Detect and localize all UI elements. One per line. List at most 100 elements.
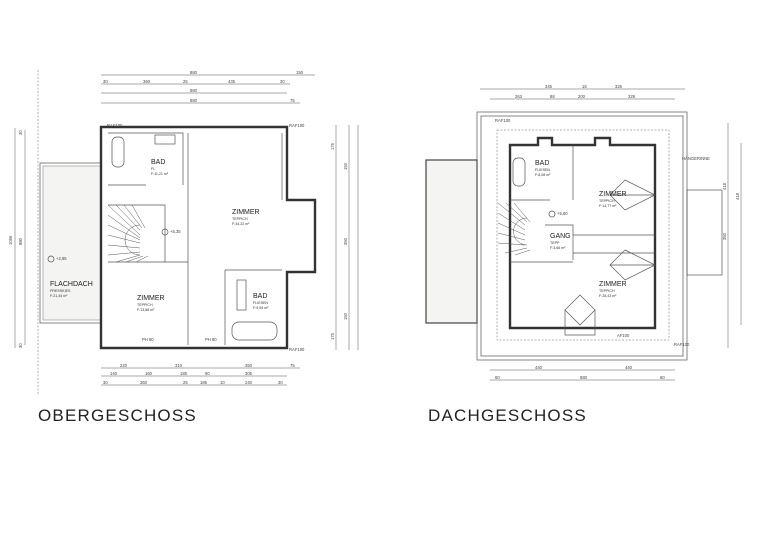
level-marker-icon xyxy=(161,228,169,236)
dim-label: 345 xyxy=(545,84,553,89)
flat-roof-gravel xyxy=(42,165,102,321)
bathtub xyxy=(231,321,278,341)
window-tag: RAF100 xyxy=(495,118,511,123)
level-marker-icon xyxy=(47,255,55,263)
dormer xyxy=(564,294,596,336)
dim-label: 200 xyxy=(578,94,586,99)
left-dimensions: 1056 880 30 30 xyxy=(8,128,26,348)
room-name: BAD xyxy=(151,159,165,166)
room-area: F:13,88 m² xyxy=(137,308,155,312)
outer-walls xyxy=(508,136,657,330)
dim-label: 435 xyxy=(228,79,236,84)
dim-label: 350 xyxy=(245,363,253,368)
dim-label: 418 xyxy=(722,182,727,190)
dim-label: 360 xyxy=(140,380,148,385)
room-name: ZIMMER xyxy=(232,209,260,216)
staircase xyxy=(497,202,531,256)
dim-label: 880 xyxy=(190,88,198,93)
level-label: +2,85 xyxy=(56,256,67,261)
dim-label: 329 xyxy=(628,94,636,99)
top-dimensions: 345 18 325 263 88 200 329 xyxy=(480,84,685,100)
room-area: F:21,44 m² xyxy=(50,294,68,298)
inner-walls xyxy=(510,145,655,263)
dormer-roof xyxy=(686,189,723,276)
sinks xyxy=(154,134,176,145)
dim-label: 30 xyxy=(103,79,108,84)
room-name: FLACHDACH xyxy=(50,281,93,288)
upper-floor-title: OBERGESCHOSS xyxy=(38,406,197,425)
dim-label: 30 xyxy=(18,343,23,348)
window-tag: RAF100 xyxy=(289,347,305,352)
dim-label: 140 xyxy=(110,371,118,376)
window-tag: PH 80 xyxy=(142,337,154,342)
dim-label: 25 xyxy=(183,380,188,385)
dim-label: 90 xyxy=(205,371,210,376)
room-area: F:14,77 m² xyxy=(599,204,617,208)
bottom-dimensions: 440 440 60 880 60 xyxy=(490,365,675,381)
dim-label: 75 xyxy=(290,363,295,368)
room-area: F:9,59 m² xyxy=(253,306,269,310)
window-tag: RAF100 xyxy=(107,123,123,128)
room-name: BAD xyxy=(535,160,549,167)
dim-label: 263 xyxy=(515,94,523,99)
dim-label: 60 xyxy=(495,375,500,380)
room-name: ZIMMER xyxy=(599,191,627,198)
dim-label: 10 xyxy=(220,380,225,385)
sinks xyxy=(236,279,247,311)
room-name: BAD xyxy=(253,293,267,300)
dim-label: 150 xyxy=(296,70,304,75)
eaves-line xyxy=(496,129,670,341)
level-marker-icon xyxy=(548,210,556,218)
top-dimensions: 880 150 30 360 25 435 30 880 880 75 xyxy=(101,70,315,104)
dim-label: 305 xyxy=(245,371,253,376)
terrace xyxy=(425,159,478,324)
room-floor: FLIESEN xyxy=(535,168,550,172)
dormer xyxy=(609,249,656,281)
dim-label: 440 xyxy=(535,365,543,370)
dim-label: 325 xyxy=(615,84,623,89)
room-floor: TEPPICH xyxy=(137,303,153,307)
dim-label: 350 xyxy=(343,237,348,245)
dim-label: 220 xyxy=(120,363,128,368)
dim-label: 1056 xyxy=(8,235,13,245)
gutter-tag: HÄNGERINNE xyxy=(682,156,710,161)
bathtub xyxy=(111,136,125,168)
outer-walls xyxy=(99,125,317,350)
room-area: F:3,66 m² xyxy=(550,246,566,250)
dim-label: 30 xyxy=(18,130,23,135)
dim-label: 185 xyxy=(200,380,208,385)
staircase xyxy=(107,204,149,263)
dim-label: 310 xyxy=(175,363,183,368)
dim-label: 88 xyxy=(550,94,555,99)
right-dimensions: 175 150 350 150 175 xyxy=(330,125,359,350)
room-name: ZIMMER xyxy=(599,281,627,288)
room-area: F:8,08 m² xyxy=(535,173,551,177)
window-tag: AF100 xyxy=(617,333,630,338)
dim-label: 175 xyxy=(330,332,335,340)
room-area: F:11,21 m² xyxy=(151,172,169,176)
room-floor: FL xyxy=(151,167,155,171)
upper-floor-plan: 880 150 30 360 25 435 30 880 880 75 BAD … xyxy=(8,70,359,395)
dim-label: 350 xyxy=(722,232,727,240)
dim-label: 60 xyxy=(660,375,665,380)
dim-label: 418 xyxy=(735,192,740,200)
dim-label: 360 xyxy=(143,79,151,84)
room-floor: TEPPICH xyxy=(599,289,615,293)
dim-label: 880 xyxy=(190,98,198,103)
dim-label: 25 xyxy=(183,79,188,84)
room-floor: TEPP xyxy=(550,241,560,245)
dormer xyxy=(609,179,656,211)
level-label: +5,60 xyxy=(557,211,568,216)
room-floor: TEPPICH xyxy=(599,199,615,203)
room-floor: FLIESEN xyxy=(253,301,268,305)
bathtub xyxy=(512,157,526,187)
dim-label: 75 xyxy=(290,98,295,103)
dim-label: 240 xyxy=(245,380,253,385)
bottom-dimensions: 220 310 350 75 140 160 185 90 305 30 360… xyxy=(101,363,300,386)
dim-label: 30 xyxy=(278,380,283,385)
room-name: ZIMMER xyxy=(137,295,165,302)
dim-label: 160 xyxy=(145,371,153,376)
level-label: +5,35 xyxy=(170,229,181,234)
roof-outline-inner xyxy=(480,115,684,357)
